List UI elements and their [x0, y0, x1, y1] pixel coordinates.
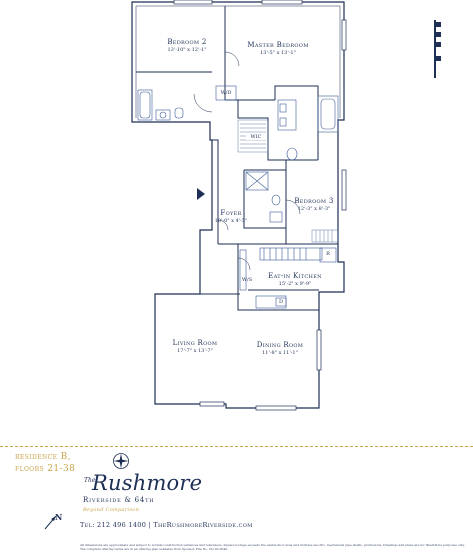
room-label-master: Master Bedroom [247, 41, 309, 49]
room-dims-living: 17'-7" x 13'-7" [177, 348, 213, 354]
brand-subtitle: Riverside & 64th [83, 496, 155, 504]
north-label: N [55, 512, 63, 522]
room-label-living: Living Room [172, 339, 218, 347]
room-dims-master: 13'-5" x 13'-1" [260, 50, 296, 56]
entry-arrow [197, 188, 205, 200]
room-dims-foyer: 10'-0" x 4'-5" [214, 218, 248, 224]
fridge [319, 247, 337, 263]
brand-the: The [84, 477, 96, 484]
wic-label: WIC [246, 134, 266, 140]
room-label-dining: Dining Room [256, 341, 304, 349]
master-tub [317, 95, 339, 133]
room-label-foyer: Foyer [220, 209, 242, 217]
dishwasher [275, 297, 287, 307]
bathtub [137, 89, 153, 121]
room-label-bedroom2: Bedroom 2 [167, 38, 207, 46]
legal-disclaimer: All dimensions are approximate and subje… [80, 543, 465, 551]
ws-label: W/S [241, 277, 253, 283]
contact-info: Tel: 212 496 1400 | TheRushmoreRiverside… [80, 521, 253, 529]
fridge-label: R [326, 251, 330, 257]
scale-bar [434, 20, 441, 78]
divider-line [0, 446, 473, 447]
kitchen-counter [259, 247, 323, 261]
wd-closet [215, 85, 237, 101]
residence-floors: floors 21-38 [15, 464, 76, 474]
brand-tagline: Beyond Comparison [83, 507, 140, 513]
floor-plan [131, 0, 441, 411]
vanity [155, 109, 171, 121]
room-dims-dining: 11'-8" x 11'-1" [262, 350, 298, 356]
master-toilet [286, 147, 298, 161]
brand-logo: Rushmore [92, 471, 203, 495]
dishwasher-label: D [278, 299, 283, 305]
north-arrow-icon [44, 515, 57, 530]
wd-label: W/D [220, 90, 232, 96]
room-dims-bedroom2: 13'-10" x 12'-1" [167, 47, 207, 53]
toilet [174, 107, 184, 119]
room-dims-kitchen: 15'-2" x 9'-9" [278, 281, 312, 287]
interior-wall [136, 6, 338, 311]
room-label-kitchen: Eat-in Kitchen [268, 272, 322, 280]
master-vanity [277, 99, 297, 131]
room-dims-bedroom3: 12'-3" x 8'-3" [297, 206, 331, 212]
exterior-wall [131, 1, 345, 409]
compass-rose-icon [113, 453, 129, 469]
residence-title: residence B, [15, 452, 71, 462]
room-label-bedroom3: Bedroom 3 [294, 197, 334, 205]
